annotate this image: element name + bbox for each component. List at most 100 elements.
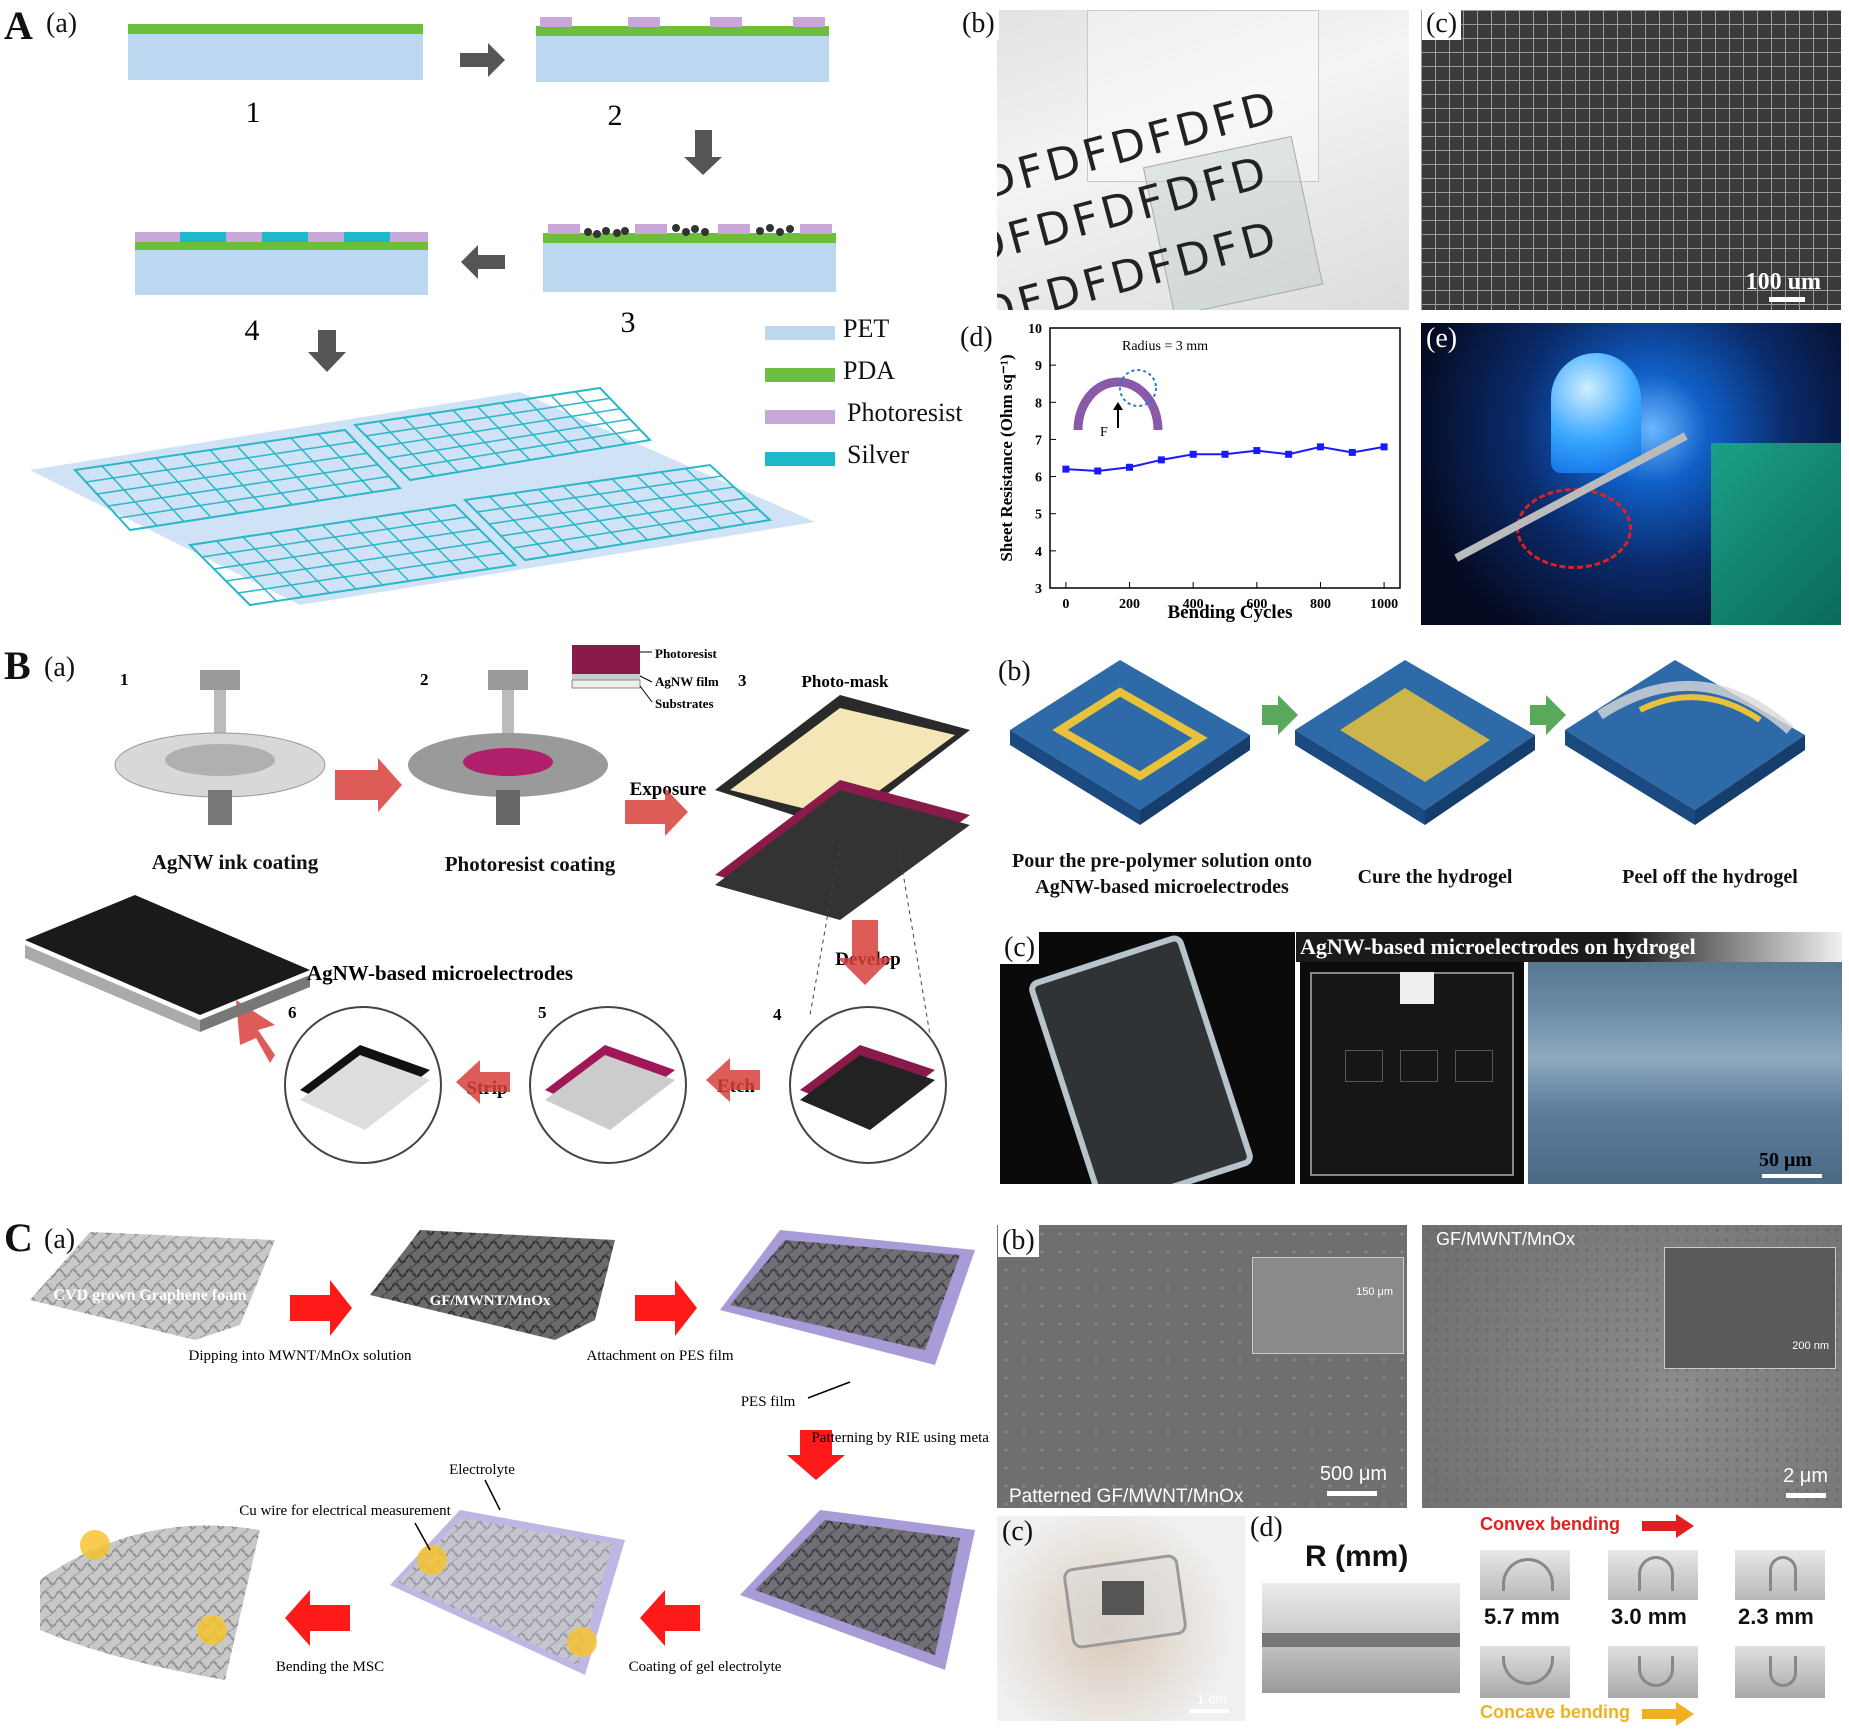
b-step-3: 3 xyxy=(738,671,747,690)
gf-mwnt-foam xyxy=(370,1230,615,1340)
panel-c-sub-d: (d) xyxy=(1250,1512,1283,1543)
sem-highmag: 200 nm GF/MWNT/MnOx 2 μm xyxy=(1422,1225,1842,1508)
photo-mask-label: Photo-mask xyxy=(802,672,889,691)
plot-frame xyxy=(1049,327,1401,589)
b-step-2: 2 xyxy=(420,670,429,689)
legend-swatch-pda xyxy=(765,368,835,382)
step-number-1: 1 xyxy=(246,96,261,129)
red-arrow-1 xyxy=(290,1280,352,1336)
legend-label-silver: Silver xyxy=(847,440,910,469)
panel-a-sub-d: (d) xyxy=(960,322,993,353)
sem-patterned: 150 μm Patterned GF/MWNT/MnOx 500 μm xyxy=(997,1225,1407,1508)
panel-c-sub-c: (c) xyxy=(1002,1516,1034,1547)
step-number-3: 3 xyxy=(621,306,636,339)
layer-stack-inset xyxy=(571,645,653,703)
cu-wire-label: Cu wire for electrical measurement xyxy=(239,1503,451,1519)
y-tick-label: 8 xyxy=(1035,396,1042,411)
data-point xyxy=(1094,467,1102,475)
panel-a-sub-a: (a) xyxy=(46,8,78,39)
inset-photo xyxy=(1711,443,1841,625)
panel-b-process-diagram: 1 2 3 4 5 6 Photoresist AgNW film Substr… xyxy=(25,645,970,1164)
radius-value-1: 5.7 mm xyxy=(1484,1604,1560,1629)
hydrogel-process-diagram xyxy=(1010,660,1805,825)
b-step-6: 6 xyxy=(288,1003,297,1022)
step-number-4: 4 xyxy=(245,314,260,347)
sem-left-label: Patterned GF/MWNT/MnOx xyxy=(1009,1486,1244,1507)
convex-label: Convex bending xyxy=(1480,1514,1621,1534)
cu-wire-contact-3 xyxy=(80,1530,110,1560)
panel-a-photo-b: DFDFDFDFD DFDFDFDFD DFDFDFDFD xyxy=(997,10,1409,310)
spin-coater-2 xyxy=(408,670,608,825)
data-point xyxy=(1189,450,1197,458)
inset-scale-150um: 150 μm xyxy=(1356,1286,1393,1298)
data-point xyxy=(1316,443,1324,451)
x-tick-label: 600 xyxy=(1246,597,1267,612)
data-point xyxy=(1253,447,1261,455)
y-tick-label: 3 xyxy=(1035,582,1042,597)
material-legend: PET PDA Photoresist Silver xyxy=(765,314,975,478)
bent-msc xyxy=(40,1525,260,1680)
convex-curve-1 xyxy=(1502,1558,1554,1591)
green-arrow-1 xyxy=(1262,695,1298,735)
electrode-3 xyxy=(1455,1050,1493,1082)
data-point xyxy=(1348,448,1356,456)
flexible-device-photo: 1 cm xyxy=(997,1516,1245,1721)
convex-arrow-icon xyxy=(1642,1514,1694,1538)
convex-curve-2 xyxy=(1638,1556,1674,1591)
step-2-substrate xyxy=(536,17,829,82)
gf-label: GF/MWNT/MnOx xyxy=(430,1293,551,1309)
y-tick-label: 4 xyxy=(1035,545,1042,560)
data-point xyxy=(1126,463,1134,471)
cu-wire-contact-1 xyxy=(417,1545,447,1575)
panel-b-sub-a: (a) xyxy=(44,652,76,683)
inset-force-label: F xyxy=(1100,425,1108,440)
panel-b-sub-c: (c) xyxy=(1000,932,1040,964)
radius-header: R (mm) xyxy=(1305,1540,1409,1573)
photomask-stack xyxy=(715,695,970,920)
transparent-film xyxy=(1087,10,1319,182)
x-tick-label: 200 xyxy=(1119,597,1140,612)
concave-arrow-icon xyxy=(1642,1702,1694,1726)
spin-coater-1 xyxy=(114,670,326,825)
x-tick-label: 1000 xyxy=(1370,597,1398,612)
sem-inset-left: 150 μm xyxy=(1252,1257,1404,1354)
sem-left-scale: 500 μm xyxy=(1319,1463,1387,1485)
patterned-sheet xyxy=(30,386,815,607)
hydrogel-photo-bent xyxy=(1000,932,1295,1184)
bending-msc-label: Bending the MSC xyxy=(276,1659,384,1675)
caption-photoresist-coating: Photoresist coating xyxy=(444,852,616,876)
y-tick-label: 10 xyxy=(1028,322,1042,337)
convex-photo-3 xyxy=(1735,1550,1825,1600)
foam-label: CVD grown Graphene foam xyxy=(53,1287,247,1304)
y-tick-label: 6 xyxy=(1035,471,1042,486)
caption-peel-hydrogel: Peel off the hydrogel xyxy=(1622,866,1798,888)
layer-label-photoresist: Photoresist xyxy=(655,646,718,661)
panel-a-sub-c: (c) xyxy=(1422,8,1462,40)
data-point xyxy=(1285,450,1293,458)
series-line xyxy=(1065,445,1385,473)
caption-cure-hydrogel: Cure the hydrogel xyxy=(1357,866,1513,888)
b-step-4: 4 xyxy=(773,1005,782,1024)
bending-inset: F Radius = 3 mm xyxy=(1073,339,1208,440)
radius-value-2: 3.0 mm xyxy=(1611,1604,1687,1629)
process-arrows xyxy=(308,43,722,372)
scale-label-1cm: 1 cm xyxy=(1196,1691,1227,1707)
panel-c-sub-b: (b) xyxy=(998,1225,1039,1257)
microelectrode-array xyxy=(25,895,310,1032)
layer-label-agnw: AgNW film xyxy=(655,674,719,689)
convex-photo-1 xyxy=(1480,1550,1570,1600)
graphene-foam xyxy=(30,1232,275,1340)
panel-b-sub-b: (b) xyxy=(998,656,1031,687)
scale-bar-1cm xyxy=(1189,1709,1229,1713)
patterning-label-1: Patterning by RIE using metal mask xyxy=(811,1430,990,1446)
sem-left-scalebar xyxy=(1327,1491,1377,1496)
panel-c-sub-a: (a) xyxy=(44,1224,76,1255)
b-step-5: 5 xyxy=(538,1003,547,1022)
scale-bar-50um xyxy=(1762,1174,1822,1178)
sem-right-scale: 2 μm xyxy=(1783,1465,1828,1487)
concave-curve-2 xyxy=(1638,1656,1674,1687)
convex-photo-2 xyxy=(1608,1550,1698,1600)
electrode-1 xyxy=(1345,1050,1383,1082)
hydrogel-step-3 xyxy=(1565,660,1805,825)
